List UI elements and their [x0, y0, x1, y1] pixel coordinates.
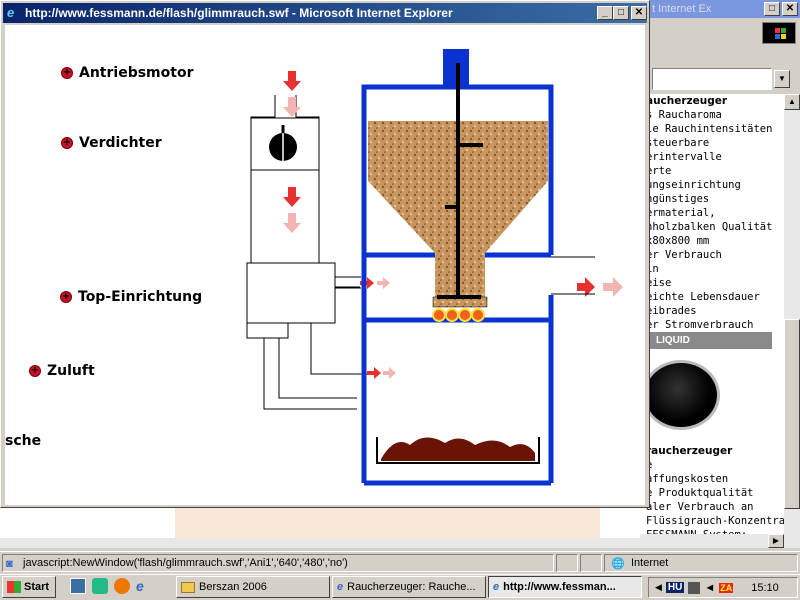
list-line: aler Verbrauch an: [646, 501, 754, 513]
minimize-button[interactable]: _: [597, 6, 613, 20]
label-top-einrichtung: + Top-Einrichtung: [60, 289, 203, 305]
background-window-titlebar: t Internet Ex: [640, 0, 800, 18]
plus-bullet-icon: +: [29, 365, 41, 377]
bg-scroll-thumb[interactable]: [784, 319, 800, 509]
label-zuluft: + Zuluft: [29, 363, 95, 379]
popup-titlebar: e http://www.fessmann.de/flash/glimmrauc…: [3, 3, 647, 23]
bg-horizontal-scrollbar[interactable]: ▶: [640, 534, 800, 548]
smoke-outlet-duct: [551, 255, 577, 295]
list-line: in: [646, 263, 659, 275]
liquid-header-label: LIQUID: [656, 335, 690, 346]
list-line: e: [646, 458, 784, 472]
start-button[interactable]: Start: [2, 576, 56, 598]
list-line: x80x800 mm: [646, 235, 710, 247]
feature-list-2: raucherzeuger e affungskosten e Produktq…: [646, 444, 784, 542]
flash-content: + Antriebsmotor + Verdichter + Top-Einri…: [5, 25, 645, 505]
bg-maximize-button[interactable]: □: [764, 2, 780, 16]
ie-icon: e: [7, 5, 15, 20]
list-line: affungskosten: [646, 473, 729, 485]
statusbar: ◙ javascript:NewWindow('flash/glimmrauch…: [0, 551, 800, 573]
firefox-icon[interactable]: [114, 578, 130, 594]
windows-flag-icon: [7, 581, 21, 593]
globe-icon: 🌐: [611, 558, 625, 570]
volume-icon[interactable]: ◄: [704, 581, 716, 594]
start-label: Start: [24, 581, 50, 593]
bg-page-content: [640, 94, 784, 534]
list-line: aucherzeuger: [646, 95, 728, 107]
compressor-icon: [269, 125, 297, 162]
ie-launch-icon[interactable]: e: [136, 578, 144, 594]
top-unit-box: [246, 262, 336, 324]
liquid-smoke-image: [646, 350, 772, 440]
plus-bullet-icon: +: [60, 291, 72, 303]
status-text: javascript:NewWindow('flash/glimmrauch.s…: [23, 557, 348, 569]
list-line: steuerbare: [646, 137, 710, 149]
maximize-button[interactable]: □: [613, 6, 629, 20]
ie-window-icon: e: [493, 581, 500, 593]
label-antriebsmotor: + Antriebsmotor: [61, 65, 194, 81]
agitator-shaft: [437, 63, 483, 299]
network-icon[interactable]: [688, 581, 701, 594]
plus-bullet-icon: +: [61, 67, 73, 79]
za-icon[interactable]: ZA: [719, 582, 734, 593]
language-indicator[interactable]: HU: [665, 582, 685, 593]
list-line: er Verbrauch: [646, 249, 722, 261]
taskbar-button-fessmann[interactable]: e http://www.fessman...: [488, 576, 642, 598]
status-panel-empty-2: [580, 554, 602, 572]
taskbar-button-berszan[interactable]: Berszan 2006: [176, 576, 330, 598]
smoke-generator-diagram: [246, 49, 623, 486]
system-tray: ◀ HU ◄ ZA 15:10: [648, 577, 798, 598]
show-desktop-icon[interactable]: [70, 578, 86, 594]
label-asche: sche: [5, 433, 42, 449]
list-line: eibrades: [646, 305, 697, 317]
bg-vertical-scrollbar[interactable]: ▲: [784, 94, 800, 534]
tray-arrow-icon[interactable]: ◀: [655, 582, 662, 592]
underlying-page-strip: [0, 508, 640, 548]
taskbar-button-raucherzeuger[interactable]: e Raucherzeuger: Rauche...: [332, 576, 486, 598]
quick-launch: e: [70, 578, 170, 596]
list-line: ngünstiges: [646, 193, 710, 205]
background-window: t Internet Ex □ ✕ ▼ aucherzeuger s Rauch…: [640, 0, 800, 548]
folder-icon: [181, 581, 195, 593]
feature-list-1: aucherzeuger s Raucharoma le Rauchintens…: [646, 94, 784, 332]
media-icon[interactable]: [92, 578, 108, 594]
zone-label: Internet: [631, 557, 669, 569]
clock: 15:10: [751, 581, 779, 594]
status-panel-empty-1: [556, 554, 578, 572]
list-line: erintervalle: [646, 151, 722, 163]
ie-window-icon: e: [337, 581, 344, 593]
glow-embers: [432, 308, 485, 322]
plus-bullet-icon: +: [61, 137, 73, 149]
popup-window: e http://www.fessmann.de/flash/glimmrauc…: [0, 0, 650, 508]
bg-address-dropdown[interactable]: ▼: [774, 70, 790, 88]
list-line: ermaterial,: [646, 207, 716, 219]
list-line: nholzbalken Qualität: [646, 221, 773, 233]
list-line: raucherzeuger: [646, 445, 733, 457]
close-button[interactable]: ✕: [631, 6, 647, 20]
label-verdichter: + Verdichter: [61, 135, 162, 151]
list-line: eichte Lebensdauer: [646, 291, 760, 303]
list-line: er Stromverbrauch: [646, 319, 754, 331]
list-line: ungseinrichtung: [646, 179, 741, 191]
ash-tray: [376, 437, 540, 464]
list-line: e Produktqualität: [646, 487, 754, 499]
windows-logo-icon: [762, 22, 796, 44]
page-icon: ◙: [6, 558, 13, 570]
list-line: erte: [646, 165, 672, 177]
status-text-panel: ◙ javascript:NewWindow('flash/glimmrauch…: [2, 554, 554, 572]
airflow-arrows: [283, 71, 623, 379]
bg-close-button[interactable]: ✕: [782, 2, 798, 16]
list-line: Flüssigrauch-Konzentrat: [646, 515, 784, 527]
list-line: eise: [646, 277, 672, 289]
bg-address-field[interactable]: [652, 68, 772, 90]
popup-title: http://www.fessmann.de/flash/glimmrauch.…: [25, 6, 453, 20]
list-line: le Rauchintensitäten: [646, 123, 773, 135]
list-line: s Raucharoma: [646, 109, 722, 121]
liquid-header: LIQUID: [646, 332, 772, 349]
background-window-title: t Internet Ex: [652, 3, 712, 15]
status-zone-panel: 🌐 Internet: [604, 554, 798, 572]
